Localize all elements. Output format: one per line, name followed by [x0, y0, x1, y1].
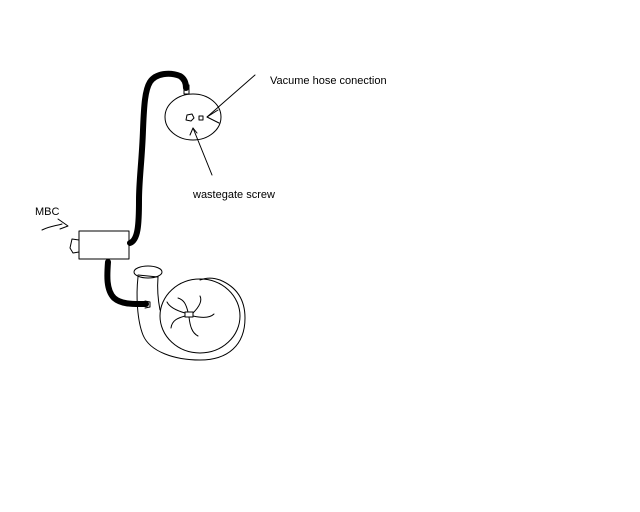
turbo-housing-outlet	[157, 276, 161, 311]
mbc-arrow	[41, 218, 69, 231]
screw-arrow-head	[189, 127, 198, 136]
mbc-label: MBC	[35, 206, 60, 218]
screw-arrow-line	[192, 127, 213, 176]
vacuum-arrow-line	[206, 74, 256, 118]
turbo-inlet-cap	[133, 265, 163, 279]
turbo-impeller	[166, 295, 215, 337]
vacuum-hose-upper	[127, 70, 189, 246]
wastegate-screw-label: wastegate screw	[193, 189, 275, 201]
vacuum-port	[198, 115, 204, 121]
turbo-hose-fitting	[144, 300, 151, 309]
boost-hose-lower	[104, 259, 149, 308]
wastegate-actuator	[164, 93, 222, 141]
mbc-knob	[69, 238, 80, 254]
wastegate-screw-shape	[185, 113, 195, 122]
mbc-box	[78, 230, 130, 260]
wastegate-nipple	[183, 84, 190, 95]
vacuum-arrow-head	[206, 109, 220, 124]
vacuum-hose-label: Vacume hose conection	[270, 75, 387, 87]
turbo-housing-outer	[136, 276, 246, 361]
turbo-compressor-wheel-housing	[159, 278, 241, 354]
turbo-inlet-rim	[137, 274, 159, 278]
